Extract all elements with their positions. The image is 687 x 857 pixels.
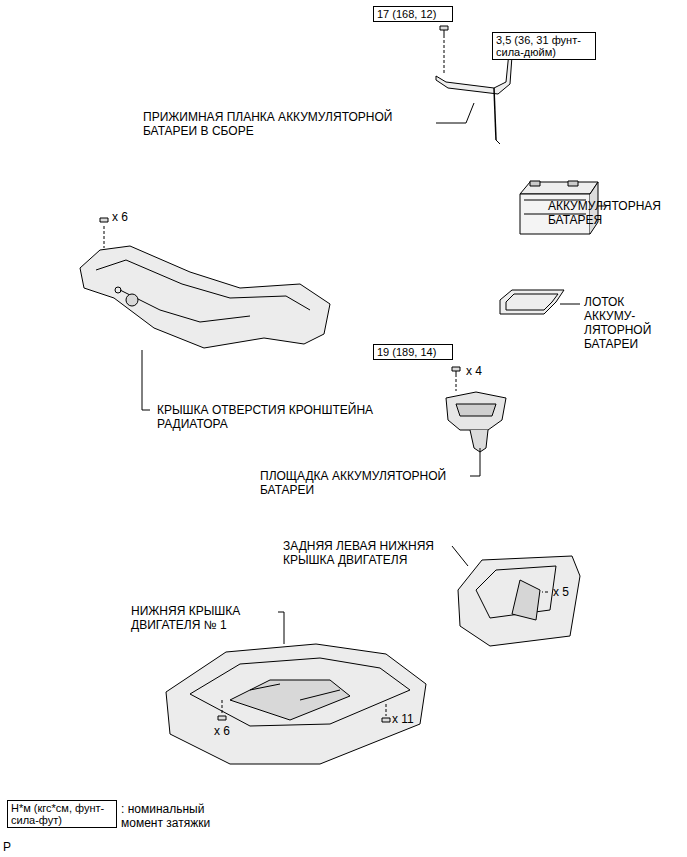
quantity-mark: x 6 [112,210,152,224]
torque-box: 17 (168, 12) [373,6,453,22]
legend-text: : номинальный момент затяжки [121,802,217,830]
part-name: ЗАДНЯЯ ЛЕВАЯ НИЖНЯЯ КРЫШКА ДВИГАТЕЛЯ [283,539,453,567]
part-name: ПРИЖИМНАЯ ПЛАНКА АККУМУЛЯТОРНОЙ БАТАРЕИ … [143,110,405,138]
torque-value: 17 (168, 12) [377,8,449,20]
part-name: КРЫШКА ОТВЕРСТИЯ КРОНШТЕЙНА РАДИАТОРА [157,403,387,431]
torque-value: Н*м (кгс*см, фунт- сила-фут) [11,802,113,826]
quantity-mark: x 11 [392,712,432,726]
torque-value: 19 (189, 14) [377,346,449,358]
torque-value: 3,5 (36, 31 фунт- сила-дюйм) [496,34,592,58]
quantity-mark: x 4 [466,364,506,378]
quantity-mark: x 6 [214,724,254,738]
torque-box: 3,5 (36, 31 фунт- сила-дюйм) [492,32,596,60]
torque-box: 19 (189, 14) [373,344,453,360]
part-name: НИЖНЯЯ КРЫШКА ДВИГАТЕЛЯ № 1 [131,604,281,632]
page-mark: P [3,840,23,854]
part-name: АККУМУЛЯТОРНАЯ БАТАРЕЯ [548,199,683,227]
quantity-mark: x 5 [553,585,593,599]
part-name: ЛОТОК АККУМУ- ЛЯТОРНОЙ БАТАРЕИ [584,295,664,351]
part-name: ПЛОЩАДКА АККУМУЛЯТОРНОЙ БАТАРЕИ [260,469,472,497]
legend-box: Н*м (кгс*см, фунт- сила-фут) [7,800,117,828]
